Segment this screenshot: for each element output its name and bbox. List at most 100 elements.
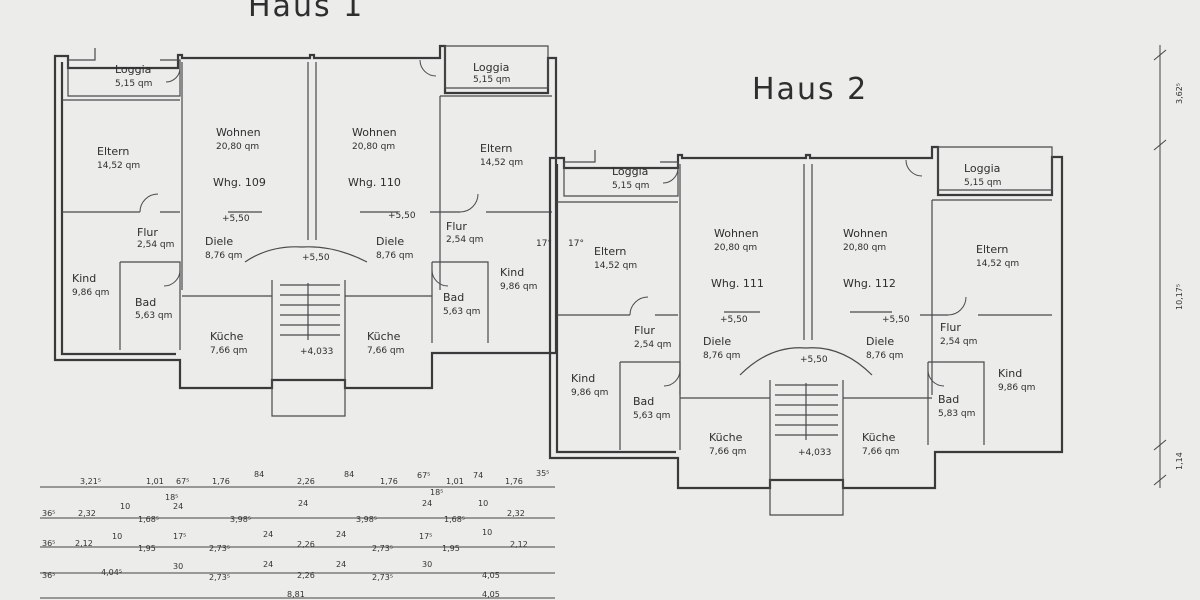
h2-wohnen-right-area: 20,80 qm [843,243,886,253]
dim-r2-1: 2,32 [78,509,96,518]
dim-r2-3: 1,68⁵ [138,515,159,524]
h2-diele-right-name: Diele [866,335,894,348]
dim-r1-10: 74 [473,471,483,480]
h2-kind-left-name: Kind [571,372,595,385]
h2-flur-right-area: 2,54 qm [940,337,977,347]
unit-110: Whg. 110 [348,176,401,189]
h1-kind-left-area: 9,86 qm [72,288,109,298]
dim-r4-2: 30 [173,562,183,571]
h1-eltern-left-area: 14,52 qm [97,161,140,171]
dim-r2-0: 36⁵ [42,509,55,518]
h2-kueche-left-area: 7,66 qm [709,447,746,457]
dimension-row-5: 8,81 4,05 [287,590,500,599]
dim-r3-0: 36⁵ [42,539,55,548]
vdim-1: 3,62⁵ [1175,83,1184,104]
h2-diele-left-name: Diele [703,335,731,348]
haus2-plan [548,145,1064,516]
dim-r3-3: 1,95 [138,544,156,553]
h2-level-3: +5,50 [800,355,828,365]
h2-flur-left-area: 2,54 qm [634,340,671,350]
dim-r1-3: 1,76 [212,477,230,486]
h2-eltern-left-name: Eltern [594,245,626,258]
h2-flur-right-name: Flur [940,321,961,334]
angle-1: 17° [536,239,552,249]
unit-112: Whg. 112 [843,277,896,290]
dim-r3-4: 17⁵ [173,532,186,541]
h2-loggia-right-name: Loggia [964,162,1000,175]
haus2-rooms: Loggia 5,15 qm Loggia 5,15 qm Eltern 14,… [571,162,1035,458]
haus1-plan [53,44,558,417]
dim-r4-6: 24 [336,560,346,569]
unit-111: Whg. 111 [711,277,764,290]
dim-r2-8: 24 [422,499,432,508]
h2-kueche-right-name: Küche [862,431,896,444]
h2-wohnen-left-area: 20,80 qm [714,243,757,253]
h1-level-1: +5,50 [222,214,250,224]
h1-bad-left-area: 5,63 qm [135,311,172,321]
h1-loggia-right-name: Loggia [473,61,509,74]
h2-loggia-right-area: 5,15 qm [964,178,1001,188]
h1-kueche-right-name: Küche [367,330,401,343]
dim-r4-3: 2,73⁵ [209,573,230,582]
dim-r1-4: 84 [254,470,264,479]
h1-loggia-right-area: 5,15 qm [473,75,510,85]
h2-bad-left-area: 5,63 qm [633,411,670,421]
h1-bad-right-area: 5,63 qm [443,307,480,317]
h2-loggia-left-name: Loggia [612,165,648,178]
h2-diele-left-area: 8,76 qm [703,351,740,361]
angle-2: 17° [568,239,584,249]
dim-r4-7: 2,73⁵ [372,573,393,582]
h2-kueche-left-name: Küche [709,431,743,444]
dim-r3-10: 17⁵ [419,532,432,541]
dim-r5-0: 8,81 [287,590,305,599]
h1-level-2: +5,50 [388,211,416,221]
dim-r1-12: 35⁵ [536,469,549,478]
dim-r2-9: 1,68⁵ [444,515,465,524]
dim-r3-6: 24 [263,530,273,539]
haus2-title: Haus 2 [752,72,868,107]
unit-109: Whg. 109 [213,176,266,189]
h2-bad-right-area: 5,83 qm [938,409,975,419]
h1-level-3: +5,50 [302,253,330,263]
h1-diele-right-name: Diele [376,235,404,248]
h2-kind-right-name: Kind [998,367,1022,380]
dim-r1-11: 1,76 [505,477,523,486]
dim-r3-11: 1,95 [442,544,460,553]
h1-eltern-left-name: Eltern [97,145,129,158]
h1-bad-right-name: Bad [443,291,464,304]
dimension-row-2: 36⁵ 2,32 10 1,68⁵ 24 3,98⁵ 24 3,98⁵ 24 1… [42,499,525,524]
h2-eltern-right-name: Eltern [976,243,1008,256]
h1-loggia-left-area: 5,15 qm [115,79,152,89]
h2-wohnen-right-name: Wohnen [843,227,888,240]
dim-r1s-1: 18⁵ [430,488,443,497]
dimension-row-4: 36⁵ 4,04⁵ 30 2,73⁵ 24 2,26 24 2,73⁵ 30 4… [42,560,500,582]
h2-bad-right-name: Bad [938,393,959,406]
h2-eltern-left-area: 14,52 qm [594,261,637,271]
h2-eltern-right-area: 14,52 qm [976,259,1019,269]
dim-r3-1: 2,12 [75,539,93,548]
dim-r2-5: 3,98⁵ [230,515,251,524]
h2-level-1: +5,50 [720,315,748,325]
haus1-title: Haus 1 [248,0,364,24]
dimension-lines [40,486,555,599]
h1-eltern-right-name: Eltern [480,142,512,155]
dim-r1-8: 67⁵ [417,471,430,480]
h1-loggia-left-name: Loggia [115,63,151,76]
dim-r2-4: 24 [173,502,183,511]
dim-r4-0: 36⁵ [42,571,55,580]
h2-kueche-right-area: 7,66 qm [862,447,899,457]
dim-r2-11: 2,32 [507,509,525,518]
h2-level-2: +5,50 [882,315,910,325]
h1-flur-left-area: 2,54 qm [137,240,174,250]
dim-r2-10: 10 [478,499,488,508]
dim-r4-9: 4,05 [482,571,500,580]
h2-kind-left-area: 9,86 qm [571,388,608,398]
h1-diele-left-area: 8,76 qm [205,251,242,261]
dim-r4-5: 2,26 [297,571,315,580]
h1-kueche-left-name: Küche [210,330,244,343]
h1-diele-right-area: 8,76 qm [376,251,413,261]
dim-r2-6: 24 [298,499,308,508]
dim-r2-2: 10 [120,502,130,511]
haus1-rooms: Loggia 5,15 qm Loggia 5,15 qm Eltern 14,… [72,61,584,357]
